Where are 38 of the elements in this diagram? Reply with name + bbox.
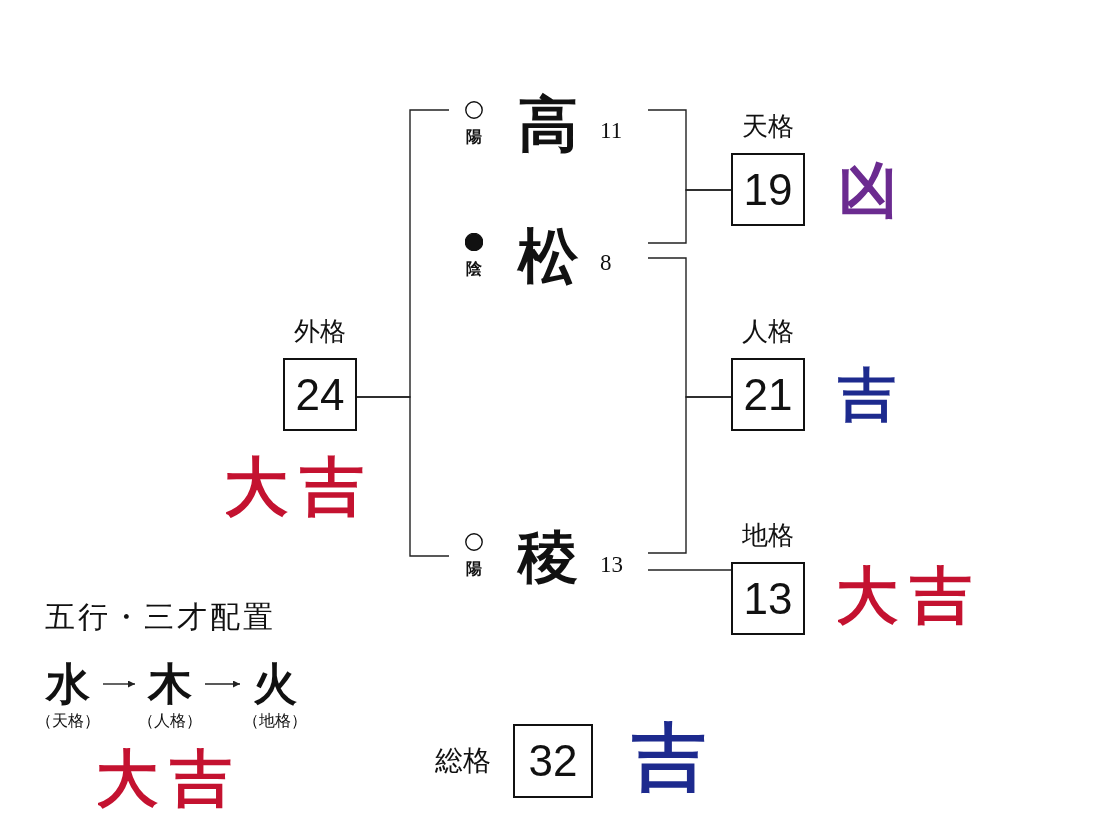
grade-label: 外格 bbox=[294, 315, 346, 347]
fortune-text: 凶 bbox=[838, 160, 898, 220]
arrow bbox=[204, 680, 241, 688]
section-heading: 五行・三才配置 bbox=[45, 598, 276, 636]
arrow bbox=[102, 680, 136, 688]
grade-label: 地格 bbox=[742, 519, 794, 551]
element-character: 木 bbox=[148, 662, 192, 706]
name-character: 高 bbox=[518, 94, 578, 154]
grade-label: 総格 bbox=[435, 744, 491, 777]
yin-yang-label: 陽 bbox=[466, 127, 482, 147]
stroke-count: 8 bbox=[600, 251, 612, 274]
yin-yang-label: 陰 bbox=[466, 259, 482, 279]
score-box: 21 bbox=[731, 358, 805, 431]
element-character: 水 bbox=[46, 662, 90, 706]
connector-line bbox=[647, 396, 732, 554]
score-box: 32 bbox=[513, 723, 593, 798]
yin-yang-label: 陽 bbox=[466, 559, 482, 579]
fortune-text: 大吉 bbox=[224, 455, 376, 519]
grade-label: 天格 bbox=[742, 110, 794, 142]
name-character: 松 bbox=[518, 226, 578, 286]
fortune-text: 大吉 bbox=[96, 748, 244, 810]
grade-label: （地格） bbox=[243, 710, 307, 732]
fortune-text: 吉 bbox=[632, 720, 706, 794]
stroke-count: 11 bbox=[600, 119, 623, 142]
grade-label: （人格） bbox=[138, 710, 202, 732]
score-box: 24 bbox=[283, 358, 357, 431]
fortune-text: 吉 bbox=[838, 366, 896, 424]
stroke-count: 13 bbox=[600, 553, 623, 576]
connector-line bbox=[647, 569, 732, 571]
score-box: 13 bbox=[731, 562, 805, 635]
element-character: 火 bbox=[253, 662, 297, 706]
grade-label: （天格） bbox=[36, 710, 100, 732]
fortune-text: 大吉 bbox=[836, 565, 984, 627]
grade-label: 人格 bbox=[742, 315, 794, 347]
connector-line bbox=[647, 189, 732, 244]
score-box: 19 bbox=[731, 153, 805, 226]
name-character: 稜 bbox=[518, 526, 578, 586]
connector-line bbox=[356, 396, 450, 557]
